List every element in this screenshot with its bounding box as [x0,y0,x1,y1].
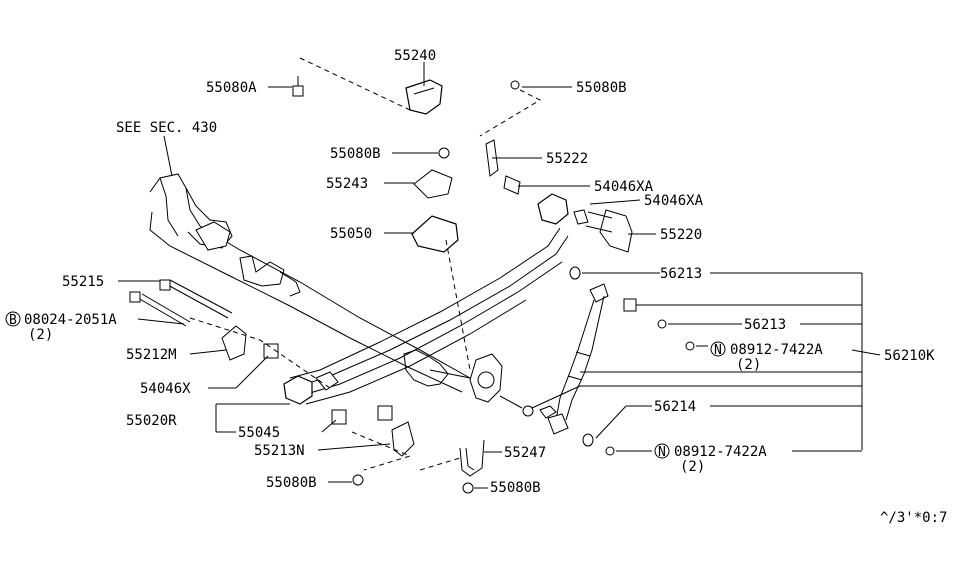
label-55243: 55243 [326,176,368,192]
nut-circle-letter-1: N [714,343,722,358]
leaf-spring [283,193,569,405]
label-55050: 55050 [330,226,372,242]
nut-circle-icon [654,443,670,459]
label-08912-1: 08912-7422A [730,342,823,358]
bolt-circle-icon [5,311,21,327]
nut-icon [510,80,520,90]
label-55080b-bl: 55080B [266,475,317,491]
assembly-lines [189,57,542,471]
shock-absorber [539,283,609,435]
label-08024-qty: (2) [28,327,53,343]
label-55215: 55215 [62,274,104,290]
nut-icon [605,446,615,456]
nut-icon [462,482,474,494]
washer-icon [582,433,594,447]
u-bolt [459,439,485,477]
label-55020r: 55020R [126,413,177,429]
spring-seat [469,353,534,417]
label-08024: 08024-2051A [24,312,117,328]
label-56213-top: 56213 [660,266,702,282]
small-parts [129,76,695,494]
label-55080b-top: 55080B [576,80,627,96]
label-08912-2-qty: (2) [680,459,705,475]
nut-icon [438,147,450,159]
label-56214: 56214 [654,399,696,415]
label-55045: 55045 [238,425,280,441]
label-56210k: 56210K [884,348,935,364]
label-see-sec: SEE SEC. 430 [116,120,217,136]
label-55080b-mid: 55080B [330,146,381,162]
nut-circle-icon [710,341,726,357]
bolt-circle-letter: B [9,313,17,328]
bushing-icon [522,405,534,417]
circle-symbols [5,311,726,459]
label-55212m: 55212M [126,347,177,363]
label-55220: 55220 [660,227,702,243]
label-55222: 55222 [546,151,588,167]
leader-lines [118,62,881,489]
frame-rail [149,173,483,393]
label-55213n: 55213N [254,443,305,459]
label-55240: 55240 [394,48,436,64]
label-55080b-bc: 55080B [490,480,541,496]
washer-icon [569,266,581,280]
label-55247: 55247 [504,445,546,461]
nut-icon [657,319,667,329]
part-labels: 55240 55080A 55080B SEE SEC. 430 55080B … [9,48,947,526]
label-54046xa-1: 54046XA [594,179,654,195]
nut-icon [352,474,364,486]
label-54046x: 54046X [140,381,191,397]
nut-icon [685,341,695,351]
label-56213-mid: 56213 [744,317,786,333]
label-08912-1-qty: (2) [736,357,761,373]
label-55080a: 55080A [206,80,257,96]
nut-circle-letter-2: N [658,445,666,460]
label-08912-2: 08912-7422A [674,444,767,460]
reference-code: ^/3'*0:7 [880,510,947,526]
label-54046xa-2: 54046XA [644,193,704,209]
